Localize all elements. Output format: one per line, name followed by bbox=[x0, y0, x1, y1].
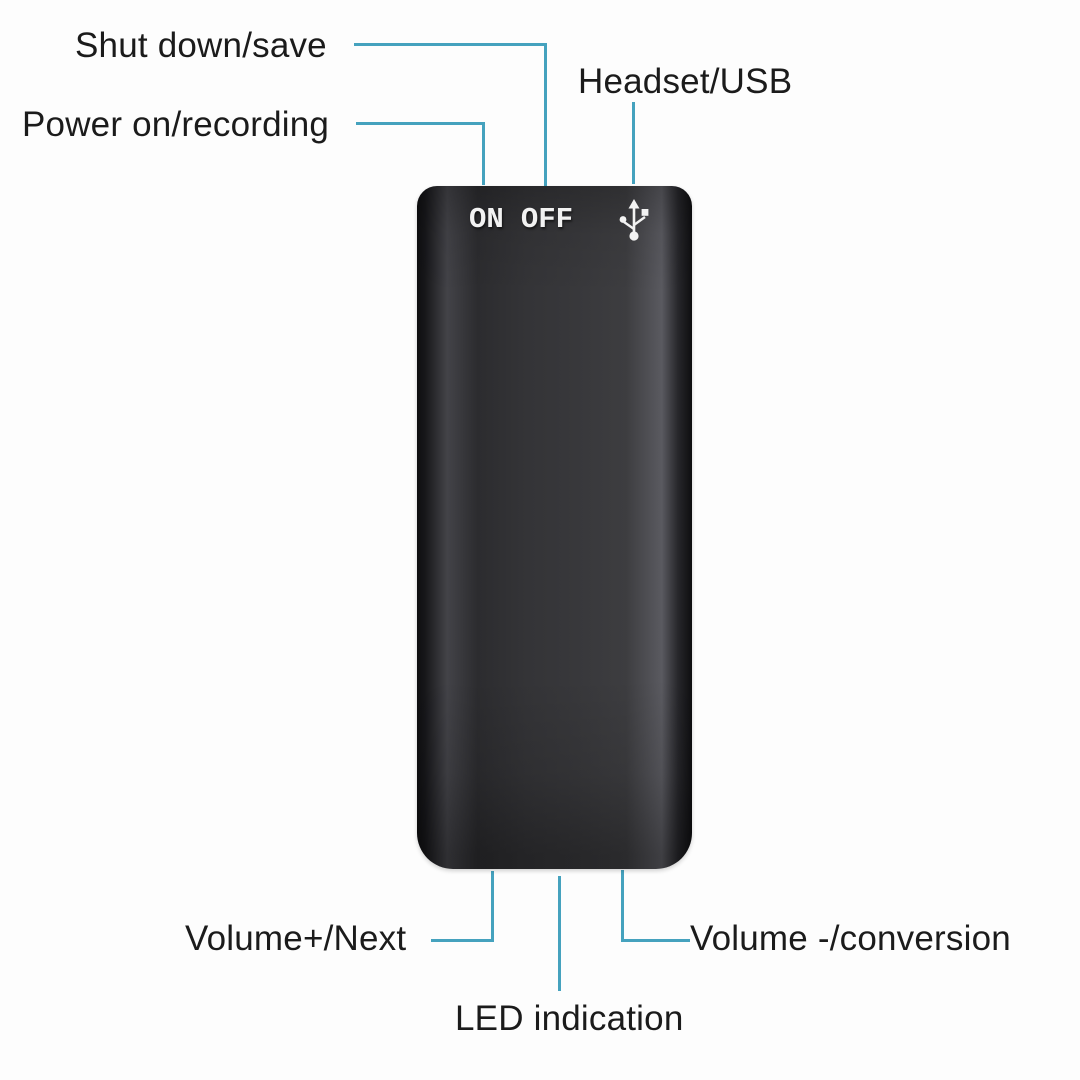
callout-line-shut-down-v bbox=[544, 43, 547, 187]
off-marking: OFF bbox=[520, 203, 574, 236]
callout-line-volume-plus-h bbox=[431, 939, 494, 942]
voice-recorder-device: ON OFF bbox=[417, 186, 692, 869]
callout-line-volume-plus-v bbox=[491, 871, 494, 942]
callout-line-headset-usb-v bbox=[632, 102, 635, 184]
callout-line-volume-minus-h bbox=[621, 939, 690, 942]
usb-trident-icon bbox=[619, 199, 649, 241]
callout-line-power-on-v bbox=[482, 122, 485, 185]
callout-line-power-on-h bbox=[356, 122, 485, 125]
callout-line-led-v bbox=[558, 876, 561, 991]
label-headset-usb: Headset/USB bbox=[578, 62, 793, 101]
label-shut-down-save: Shut down/save bbox=[75, 26, 327, 65]
label-led-indication: LED indication bbox=[455, 999, 684, 1038]
on-marking: ON bbox=[469, 203, 504, 236]
label-volume-plus-next: Volume+/Next bbox=[185, 919, 407, 958]
label-power-on-recording: Power on/recording bbox=[22, 105, 330, 144]
power-switch-markings: ON OFF bbox=[469, 203, 573, 236]
callout-line-shut-down-h bbox=[354, 43, 547, 46]
device-top-face: ON OFF bbox=[417, 186, 692, 256]
callout-line-volume-minus-v bbox=[621, 870, 624, 942]
label-volume-minus-conversion: Volume -/conversion bbox=[690, 919, 1011, 958]
